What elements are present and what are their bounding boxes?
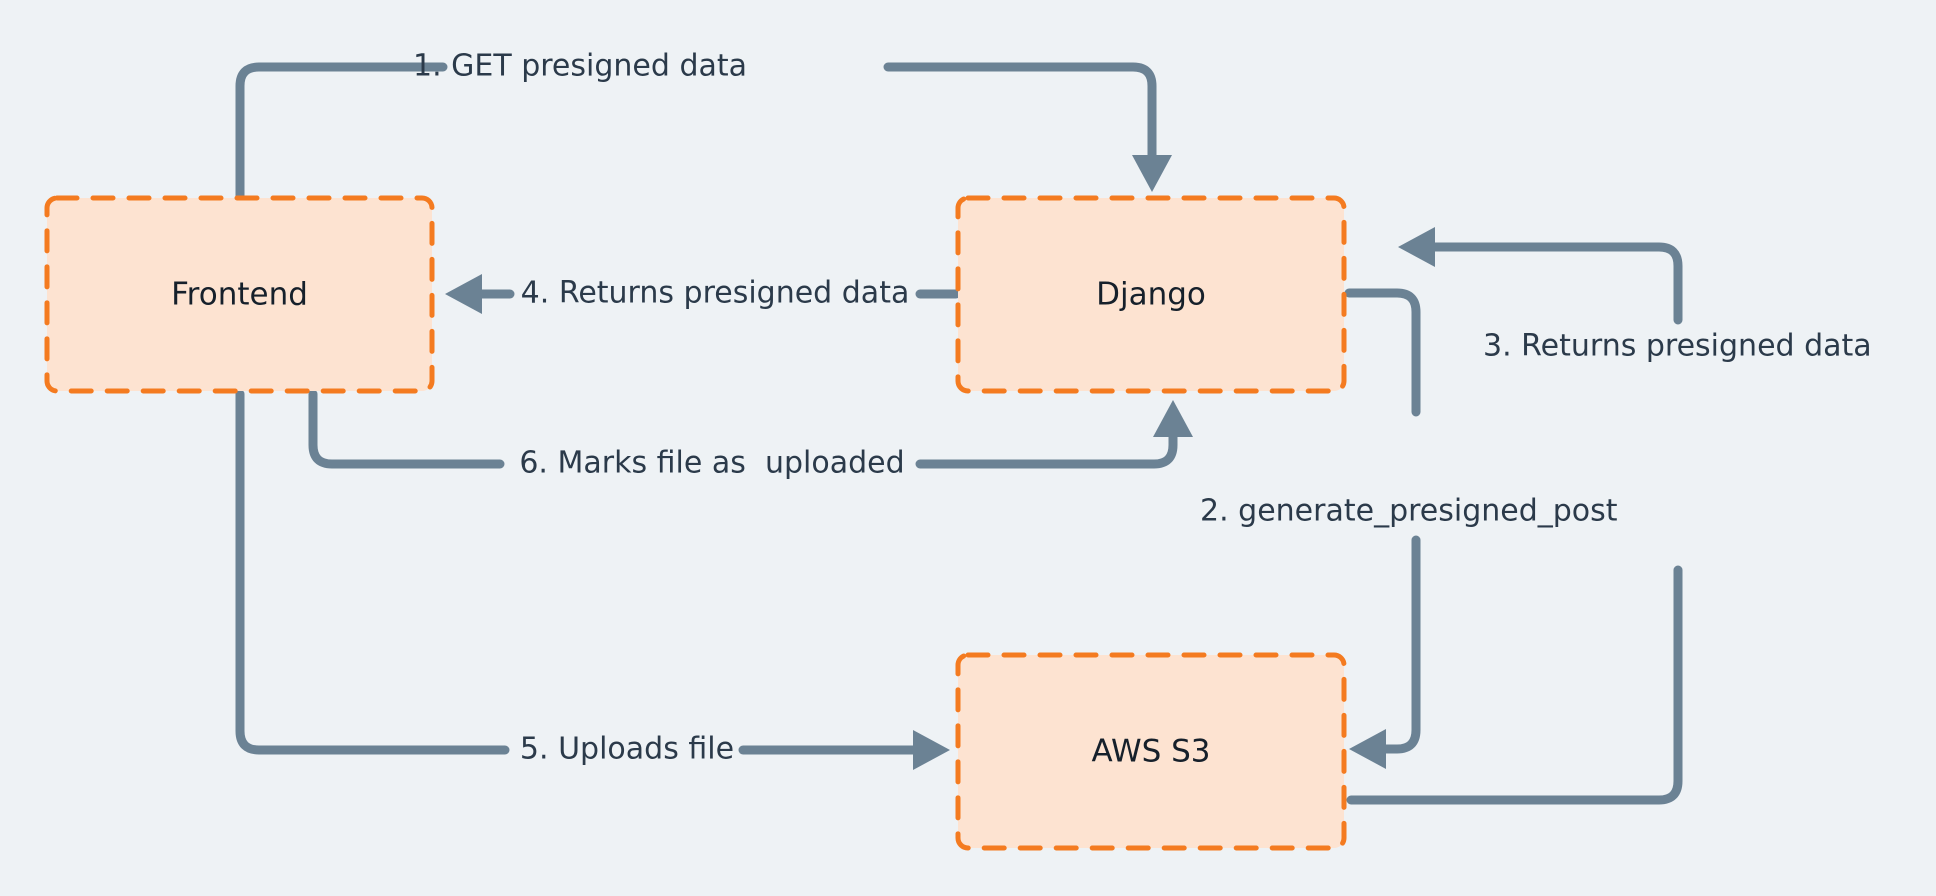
node-django[interactable]: Django [955, 195, 1347, 394]
node-frontend[interactable]: Frontend [44, 195, 435, 394]
edge-6-marks-file-as-uploaded: 6. Marks file as uploaded [308, 389, 1193, 481]
edge-6-line-right [915, 427, 1178, 469]
edge-1-get-presigned-data: 1. GET presigned data [235, 49, 1172, 201]
edge-2-label: 2. generate_presigned_post [1200, 494, 1618, 529]
edge-3-arrowhead [1398, 227, 1435, 267]
edge-6-arrowhead [1153, 400, 1193, 437]
node-aws-s3-box[interactable] [955, 652, 1347, 851]
edge-3-line-lower [1346, 565, 1683, 805]
edge-2-arrowhead [1349, 729, 1386, 769]
edge-6-label: 6. Marks file as uploaded [519, 446, 904, 481]
edge-1-label: 1. GET presigned data [413, 49, 747, 84]
node-frontend-label: Frontend [171, 277, 308, 313]
edge-4-returns-presigned-data: 4. Returns presigned data [445, 274, 961, 314]
edge-6-line-left [308, 389, 505, 469]
node-aws-s3[interactable]: AWS S3 [955, 652, 1347, 851]
edge-2-line-upper [1344, 288, 1421, 417]
edge-5-uploads-file: 5. Uploads file [235, 389, 950, 770]
edge-2-line-lower [1376, 535, 1421, 754]
node-django-box[interactable] [955, 195, 1347, 394]
edge-1-line-right [883, 62, 1157, 165]
edge-5-arrowhead [913, 730, 950, 770]
node-frontend-box[interactable] [44, 195, 435, 394]
edge-3-returns-presigned-data: 3. Returns presigned data [1346, 227, 1872, 805]
edge-2-generate-presigned-post: 2. generate_presigned_post [1200, 288, 1618, 769]
edge-4-label: 4. Returns presigned data [521, 276, 910, 311]
edge-1-arrowhead [1132, 155, 1172, 192]
edge-3-line-upper [1425, 242, 1683, 325]
edge-1-line-left [235, 62, 448, 201]
edge-5-line-left [235, 389, 510, 755]
edge-3-label: 3. Returns presigned data [1483, 329, 1872, 364]
node-django-label: Django [1096, 277, 1206, 313]
edge-5-label: 5. Uploads file [520, 732, 734, 767]
edge-4-arrowhead [445, 274, 482, 314]
node-aws-s3-label: AWS S3 [1091, 734, 1210, 770]
